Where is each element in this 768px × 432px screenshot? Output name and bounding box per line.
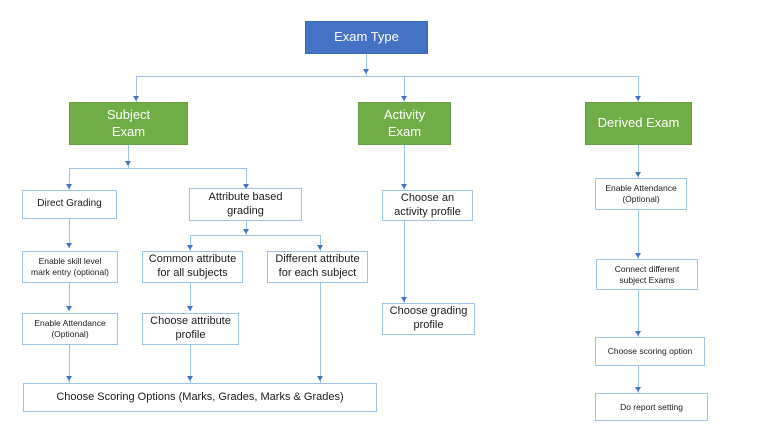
- arrowhead-to-derived: [635, 96, 641, 101]
- arrowhead-attendance-to-scoring: [66, 376, 72, 381]
- node-choose-attribute-profile[interactable]: Choose attribute profile: [142, 313, 239, 345]
- connector-attendance-to-connect: [638, 210, 639, 259]
- connector-to-activity: [404, 76, 405, 102]
- connector-activity-to-grading: [404, 221, 405, 303]
- node-different-attribute[interactable]: Different attribute for each subject: [267, 251, 368, 283]
- arrowhead-attendance-to-connect: [635, 253, 641, 258]
- connector-attrprofile-to-scoring: [190, 345, 191, 383]
- arrowhead-activity-stem: [401, 184, 407, 189]
- arrowhead-to-activity: [401, 96, 407, 101]
- arrowhead-direct-to-skill: [66, 243, 72, 248]
- connector-common-to-profile: [190, 283, 191, 311]
- node-exam-type[interactable]: Exam Type: [305, 21, 428, 54]
- connector-attendance-to-scoring: [69, 345, 70, 383]
- arrowhead-to-attribute-grading: [243, 184, 249, 189]
- connector-direct-to-skill: [69, 219, 70, 248]
- connector-distribution-bar: [136, 76, 638, 77]
- connector-to-derived: [638, 76, 639, 102]
- arrowhead-to-common-attribute: [187, 245, 193, 250]
- arrowhead-to-direct-grading: [66, 184, 72, 189]
- arrowhead-scoring-to-report: [635, 387, 641, 392]
- node-derived-exam[interactable]: Derived Exam: [585, 102, 692, 145]
- node-do-report-setting[interactable]: Do report setting: [595, 393, 708, 421]
- node-common-attribute[interactable]: Common attribute for all subjects: [142, 251, 243, 283]
- node-choose-grading-profile[interactable]: Choose grading profile: [382, 303, 475, 335]
- node-choose-activity-profile[interactable]: Choose an activity profile: [382, 190, 473, 221]
- arrowhead-subject-stem: [125, 161, 131, 166]
- connector-derived-stem: [638, 145, 639, 178]
- node-choose-scoring-options[interactable]: Choose Scoring Options (Marks, Grades, M…: [23, 383, 377, 412]
- connector-subject-stem: [128, 145, 129, 168]
- arrowhead-attribute-stem: [243, 229, 249, 234]
- node-attribute-based-grading[interactable]: Attribute based grading: [189, 188, 302, 221]
- node-connect-subject-exams[interactable]: Connect different subject Exams: [596, 259, 698, 290]
- node-enable-skill-level[interactable]: Enable skill level mark entry (optional): [22, 251, 118, 283]
- node-enable-attendance-right[interactable]: Enable Attendance (Optional): [595, 178, 687, 210]
- node-direct-grading[interactable]: Direct Grading: [22, 190, 117, 219]
- arrowhead-activity-to-grading: [401, 297, 407, 302]
- arrowhead-skill-to-attendance: [66, 306, 72, 311]
- arrowhead-to-different-attribute: [317, 245, 323, 250]
- connector-skill-to-attendance: [69, 283, 70, 311]
- connector-connect-to-scoring: [638, 290, 639, 337]
- connector-to-attribute-grading: [246, 168, 247, 190]
- connector-activity-stem: [404, 145, 405, 190]
- connector-to-different-attribute: [320, 235, 321, 251]
- arrowhead-derived-stem: [635, 172, 641, 177]
- node-subject-exam[interactable]: Subject Exam: [69, 102, 188, 145]
- node-choose-scoring-option[interactable]: Choose scoring option: [595, 337, 705, 366]
- node-enable-attendance-left[interactable]: Enable Attendance (Optional): [22, 313, 118, 345]
- arrowhead-different-to-scoring: [317, 376, 323, 381]
- connector-to-common-attribute: [190, 235, 191, 251]
- connector-to-direct-grading: [69, 168, 70, 190]
- connector-scoring-to-report: [638, 366, 639, 393]
- node-activity-exam[interactable]: Activity Exam: [358, 102, 451, 145]
- arrowhead-root-stem: [363, 69, 369, 74]
- connector-to-subject: [136, 76, 137, 102]
- connector-different-to-scoring: [320, 283, 321, 383]
- arrowhead-connect-to-scoring: [635, 331, 641, 336]
- arrowhead-attrprofile-to-scoring: [187, 376, 193, 381]
- connector-subject-split-bar: [69, 168, 246, 169]
- connector-root-stem: [366, 54, 367, 76]
- connector-attribute-split-bar: [190, 235, 320, 236]
- connector-attribute-stem: [246, 221, 247, 235]
- arrowhead-to-subject: [133, 96, 139, 101]
- arrowhead-common-to-profile: [187, 306, 193, 311]
